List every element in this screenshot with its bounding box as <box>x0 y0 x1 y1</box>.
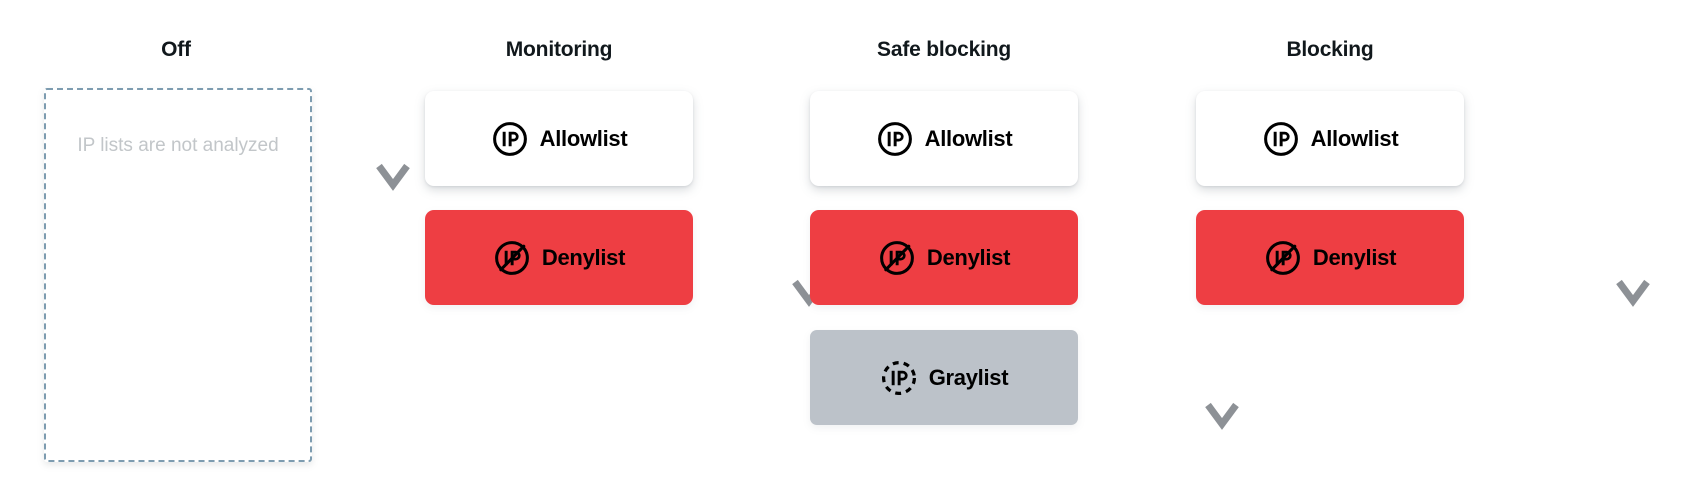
ip-circle-slash-icon <box>494 240 529 275</box>
column-title-blocking: Blocking <box>1286 38 1374 61</box>
allowlist-card-label: Allowlist <box>924 125 1013 151</box>
ip-circle-slash-icon <box>879 240 914 275</box>
allowlist-card[interactable]: Allowlist <box>810 91 1078 186</box>
empty-iplist-placeholder: IP lists are not analyzed <box>44 88 312 462</box>
column-title-safe-blocking: Safe blocking <box>877 38 1011 61</box>
flow-arrow-4 <box>1616 88 1650 307</box>
ip-circle-slash-icon <box>1265 240 1300 275</box>
allowlist-card-label: Allowlist <box>539 125 628 151</box>
denylist-card-label: Denylist <box>926 244 1011 270</box>
denylist-card-label: Denylist <box>541 244 626 270</box>
allowlist-card[interactable]: Allowlist <box>1196 91 1464 186</box>
denylist-card[interactable]: Denylist <box>1196 210 1464 305</box>
ip-circle-icon <box>1263 121 1298 156</box>
allowlist-card[interactable]: Allowlist <box>425 91 693 186</box>
graylist-card[interactable]: Graylist <box>810 330 1078 425</box>
ip-circle-dashed-icon <box>881 360 916 395</box>
column-title-monitoring: Monitoring <box>505 38 613 61</box>
flow-arrow-1 <box>376 88 410 191</box>
denylist-card-label: Denylist <box>1312 244 1397 270</box>
empty-placeholder-text: IP lists are not analyzed <box>77 135 279 156</box>
graylist-card-label: Graylist <box>928 364 1009 390</box>
denylist-card[interactable]: Denylist <box>810 210 1078 305</box>
ip-circle-icon <box>877 121 912 156</box>
allowlist-card-label: Allowlist <box>1310 125 1399 151</box>
ip-circle-icon <box>492 121 527 156</box>
column-title-off: Off <box>161 38 191 61</box>
denylist-card[interactable]: Denylist <box>425 210 693 305</box>
